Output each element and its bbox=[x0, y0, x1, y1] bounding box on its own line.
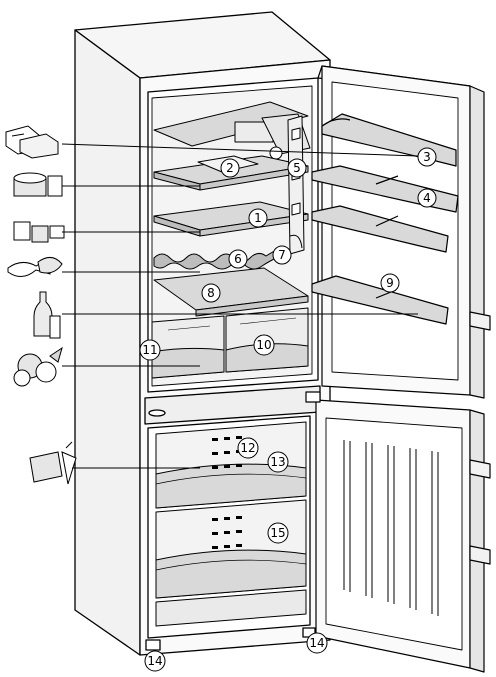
dairy-icon bbox=[13, 221, 65, 243]
door-shelf-3 bbox=[311, 205, 449, 253]
callout-circle-14-left: 14 bbox=[144, 650, 166, 672]
callout-label-5: 5 bbox=[293, 161, 301, 175]
callout-label-15: 15 bbox=[270, 526, 285, 540]
callout-circle-10: 10 bbox=[253, 334, 275, 356]
callout-circle-2: 2 bbox=[220, 158, 240, 178]
bottles-icon bbox=[33, 291, 61, 339]
callout-label-8: 8 bbox=[207, 286, 215, 300]
callout-label-10: 10 bbox=[256, 338, 271, 352]
door-shelf-4 bbox=[311, 275, 449, 325]
callout-circle-4: 4 bbox=[417, 188, 437, 208]
meat-fish-icon bbox=[7, 257, 63, 277]
callout-label-13: 13 bbox=[270, 455, 285, 469]
freezer-door bbox=[305, 391, 491, 673]
callout-label-12: 12 bbox=[240, 441, 255, 455]
callout-label-9: 9 bbox=[386, 276, 394, 290]
callout-circle-8: 8 bbox=[201, 283, 221, 303]
callout-label-3: 3 bbox=[423, 150, 431, 164]
callout-label-14-left: 14 bbox=[147, 654, 162, 668]
freezer-symbols-2 bbox=[212, 516, 242, 549]
freezer-drawers bbox=[155, 421, 307, 627]
callout-label-11: 11 bbox=[142, 343, 157, 357]
callout-circle-1: 1 bbox=[248, 208, 268, 228]
callout-label-4: 4 bbox=[423, 191, 431, 205]
callout-circle-7: 7 bbox=[272, 245, 292, 265]
callout-circle-5: 5 bbox=[287, 158, 307, 178]
vegetables-icon bbox=[13, 346, 63, 387]
callout-circle-12: 12 bbox=[237, 437, 259, 459]
canned-food-icon bbox=[13, 172, 63, 197]
frozen-food-icon bbox=[29, 441, 77, 485]
callout-label-7: 7 bbox=[278, 248, 286, 262]
callout-circle-14-right: 14 bbox=[306, 632, 328, 654]
freezer-door-ribs bbox=[343, 440, 439, 616]
leader-lines bbox=[61, 143, 419, 469]
callout-circle-3: 3 bbox=[417, 147, 437, 167]
callout-circle-9: 9 bbox=[380, 273, 400, 293]
cheese-icon bbox=[5, 125, 59, 159]
callout-circle-15: 15 bbox=[267, 522, 289, 544]
fridge-shelves bbox=[153, 101, 311, 317]
glass-shelf-top bbox=[153, 101, 309, 147]
callout-circle-6: 6 bbox=[228, 249, 248, 269]
callout-label-2: 2 bbox=[226, 161, 234, 175]
callout-circle-11: 11 bbox=[139, 339, 161, 361]
callout-label-1: 1 bbox=[254, 211, 262, 225]
callout-label-6: 6 bbox=[234, 252, 242, 266]
callout-label-14-right: 14 bbox=[309, 636, 324, 650]
callout-circle-13: 13 bbox=[267, 451, 289, 473]
fridge-door bbox=[311, 65, 491, 399]
